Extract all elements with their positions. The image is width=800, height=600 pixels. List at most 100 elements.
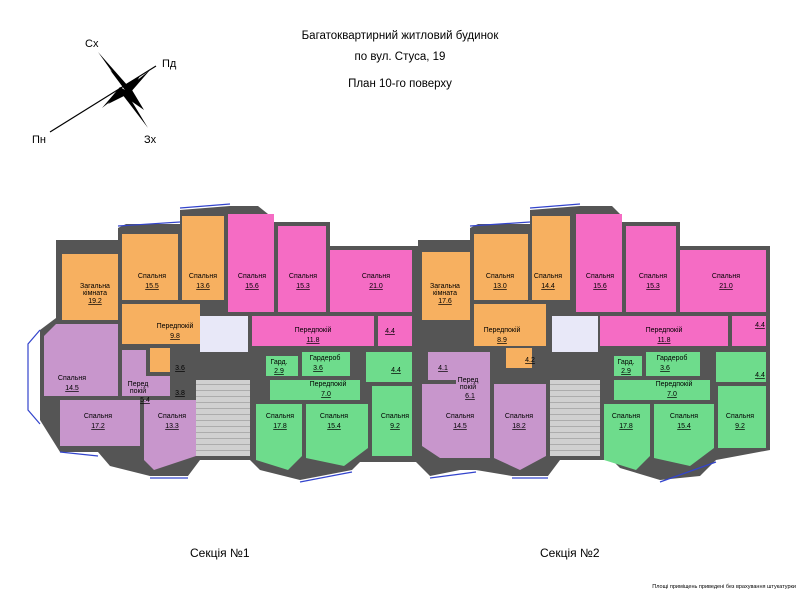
label-area: 3.6 <box>175 365 185 372</box>
room-living-s2 <box>422 252 470 320</box>
room-bed-h-s1 <box>144 400 196 470</box>
compass-rose: Сх Пд Пн Зх <box>32 30 200 160</box>
label-area: 2.9 <box>621 368 631 375</box>
label-area: 4.4 <box>755 322 765 329</box>
label-name: Гардероб <box>657 354 688 362</box>
room-bed-d-s2 <box>626 226 676 312</box>
room-bed-i-s1 <box>256 404 302 470</box>
label-name1: Перед <box>458 377 479 384</box>
room-hall-pink-s1 <box>252 316 374 346</box>
label-name: Спальня <box>670 413 698 420</box>
label-name: Передпокій <box>484 326 521 334</box>
label-name: Спальня <box>138 273 166 280</box>
room-bed-c-s1 <box>228 214 274 312</box>
label-area: 19.2 <box>88 298 102 305</box>
room-bath-orange-s1 <box>150 348 170 372</box>
room-gard-s1 <box>266 356 298 376</box>
label-area: 6.1 <box>465 393 475 400</box>
section-1-plan <box>44 214 412 470</box>
label-name: Спальня <box>58 375 86 382</box>
label-area: 18.2 <box>512 423 526 430</box>
room-bed-k-s2 <box>718 386 766 448</box>
label-area: 15.4 <box>327 423 341 430</box>
label-area: 21.0 <box>369 283 383 290</box>
label-area: 21.0 <box>719 283 733 290</box>
label-area: 17.2 <box>91 423 105 430</box>
label-area: 5.4 <box>140 397 150 404</box>
label-area: 13.6 <box>196 283 210 290</box>
title-line-3: План 10-го поверху <box>348 78 452 90</box>
room-bed-i-s2 <box>604 404 650 470</box>
label-area: 14.4 <box>541 283 555 290</box>
label-area: 11.8 <box>306 337 319 344</box>
section-2-label: Секція №2 <box>540 546 600 560</box>
room-bed-g-s1 <box>60 400 140 446</box>
label-area: 4.4 <box>391 367 401 374</box>
label-name: Гард. <box>617 359 634 366</box>
compass-west-label: Зх <box>144 134 157 146</box>
section-1-labels: Загальна кімната 19.2 Спальня 15.5 Спаль… <box>58 273 409 430</box>
label-area: 8.9 <box>497 337 507 344</box>
label-area: 9.8 <box>170 333 180 340</box>
label-name: Передпокій <box>656 380 693 388</box>
compass-south-label: Пд <box>162 58 177 70</box>
label-name: Спальня <box>266 413 294 420</box>
room-wardrobe-s2 <box>646 352 700 376</box>
label-area: 3.6 <box>313 365 323 372</box>
room-bed-j-s1 <box>306 404 368 466</box>
elevator-s2 <box>552 316 598 352</box>
label-name1: Загальна <box>80 283 110 290</box>
label-name: Спальня <box>189 273 217 280</box>
label-area: 13.0 <box>493 283 507 290</box>
stairs-s2 <box>550 380 600 456</box>
room-bed-g-s2 <box>494 384 546 470</box>
room-bath-orange-s2 <box>506 348 532 368</box>
label-name2: покій <box>130 387 146 395</box>
room-bed-e-s1 <box>330 250 412 312</box>
room-bed-c-s2 <box>576 214 622 312</box>
room-bed-a-s1 <box>122 234 178 300</box>
label-name: Спальня <box>158 413 186 420</box>
label-name: Спальня <box>238 273 266 280</box>
compass-star-icon <box>49 52 157 133</box>
room-bed-f-s1 <box>44 324 118 396</box>
room-bed-b-s1 <box>182 216 224 300</box>
label-name: Гард. <box>270 359 287 366</box>
room-bath-green-s1 <box>366 352 412 382</box>
title-line-1: Багатоквартирний житловий будинок <box>301 30 499 42</box>
label-area: 13.3 <box>165 423 179 430</box>
label-name: Гардероб <box>310 354 341 362</box>
label-name: Спальня <box>534 273 562 280</box>
footnote: Площі приміщень приведені без врахування… <box>652 584 796 590</box>
label-area: 17.8 <box>273 423 287 430</box>
label-name2: кімната <box>433 289 457 297</box>
label-name: Передпокій <box>295 326 332 334</box>
label-area: 3.6 <box>660 365 670 372</box>
label-name1: Загальна <box>430 283 460 290</box>
label-area: 4.1 <box>438 365 448 372</box>
label-area: 11.8 <box>657 337 670 344</box>
windows <box>27 203 717 483</box>
label-area: 15.3 <box>646 283 660 290</box>
label-area: 9.2 <box>390 423 400 430</box>
room-wardrobe-s1 <box>302 352 350 376</box>
room-bed-e-s2 <box>680 250 766 312</box>
label-name: Спальня <box>289 273 317 280</box>
label-name: Передпокій <box>157 322 194 330</box>
stairs-s1 <box>196 380 250 456</box>
label-area: 14.5 <box>453 423 467 430</box>
compass-north-label: Пн <box>32 134 46 146</box>
label-name: Спальня <box>362 273 390 280</box>
title-line-2: по вул. Стуса, 19 <box>354 51 446 63</box>
label-area: 7.0 <box>321 391 331 398</box>
label-name: Спальня <box>726 413 754 420</box>
section-1-label: Секція №1 <box>190 546 250 560</box>
room-bath-pink-s2 <box>732 316 766 346</box>
label-name2: кімната <box>83 289 107 297</box>
label-name: Спальня <box>381 413 409 420</box>
compass-east-label: Сх <box>85 38 99 50</box>
label-area: 9.2 <box>735 423 745 430</box>
label-name: Спальня <box>586 273 614 280</box>
label-area: 15.6 <box>245 283 259 290</box>
